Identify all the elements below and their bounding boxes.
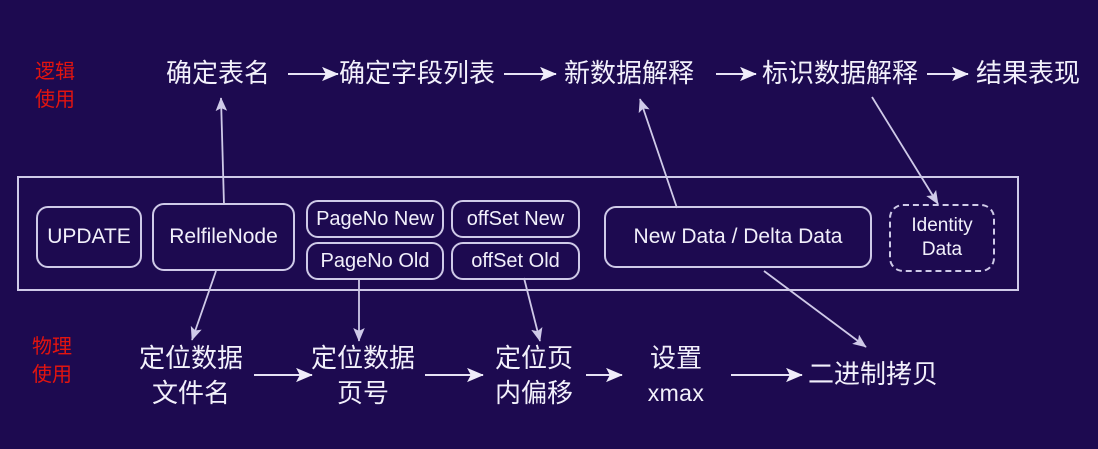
physical-step-locate-data-file-line2: 文件名	[151, 378, 230, 408]
physical-step-set-xmax-line2: xmax	[647, 380, 705, 406]
node-new-data-delta-data[interactable]: New Data / Delta Data	[604, 206, 872, 268]
node-identity-data-line1: Identity	[911, 215, 973, 236]
node-offset-new-label: offSet New	[466, 208, 565, 230]
physical-step-locate-page-no: 定位数据 页号	[302, 341, 424, 411]
logical-step-determine-table-name: 确定表名	[166, 58, 271, 88]
physical-step-locate-page-offset-line2: 内偏移	[494, 378, 573, 408]
node-pageno-new[interactable]: PageNo New	[306, 200, 444, 238]
physical-step-locate-data-file-line1: 定位数据	[138, 343, 243, 373]
node-identity-data-line2: Data	[921, 239, 963, 260]
physical-step-locate-page-offset: 定位页 内偏移	[483, 341, 585, 411]
node-identity-data[interactable]: Identity Data	[889, 204, 995, 272]
physical-step-locate-data-file: 定位数据 文件名	[130, 341, 252, 411]
physical-step-locate-page-no-line2: 页号	[336, 378, 389, 408]
row-label-logical-line1: 逻辑	[35, 61, 75, 83]
node-offset-new[interactable]: offSet New	[451, 200, 580, 238]
physical-step-set-xmax-line1: 设置	[649, 343, 702, 373]
node-pageno-old-label: PageNo Old	[320, 250, 430, 272]
node-pageno-new-label: PageNo New	[316, 208, 434, 230]
node-relfilenode-label: RelfileNode	[169, 225, 278, 248]
node-update-label: UPDATE	[47, 225, 131, 248]
physical-step-locate-page-offset-line1: 定位页	[494, 343, 573, 373]
row-label-physical-line1: 物理	[32, 336, 72, 358]
row-label-physical: 物理 使用	[32, 333, 72, 389]
node-relfilenode[interactable]: RelfileNode	[152, 203, 295, 271]
node-offset-old-label: offSet Old	[471, 250, 560, 272]
node-offset-old[interactable]: offSet Old	[451, 242, 580, 280]
logical-step-identity-data-interpretation: 标识数据解释	[762, 58, 919, 88]
physical-step-locate-page-no-line1: 定位数据	[310, 343, 415, 373]
logical-step-determine-column-list: 确定字段列表	[339, 58, 496, 88]
wal-record-container	[17, 176, 1019, 291]
physical-step-binary-copy: 二进制拷贝	[808, 359, 939, 389]
row-label-logical-line2: 使用	[35, 89, 75, 111]
node-new-data-delta-data-label: New Data / Delta Data	[633, 225, 843, 248]
physical-step-set-xmax: 设置 xmax	[622, 341, 730, 411]
node-pageno-old[interactable]: PageNo Old	[306, 242, 444, 280]
row-label-logical: 逻辑 使用	[35, 58, 75, 114]
logical-step-result-presentation: 结果表现	[976, 58, 1081, 88]
row-label-physical-line2: 使用	[32, 364, 72, 386]
node-update[interactable]: UPDATE	[36, 206, 142, 268]
logical-step-new-data-interpretation: 新数据解释	[564, 58, 695, 88]
